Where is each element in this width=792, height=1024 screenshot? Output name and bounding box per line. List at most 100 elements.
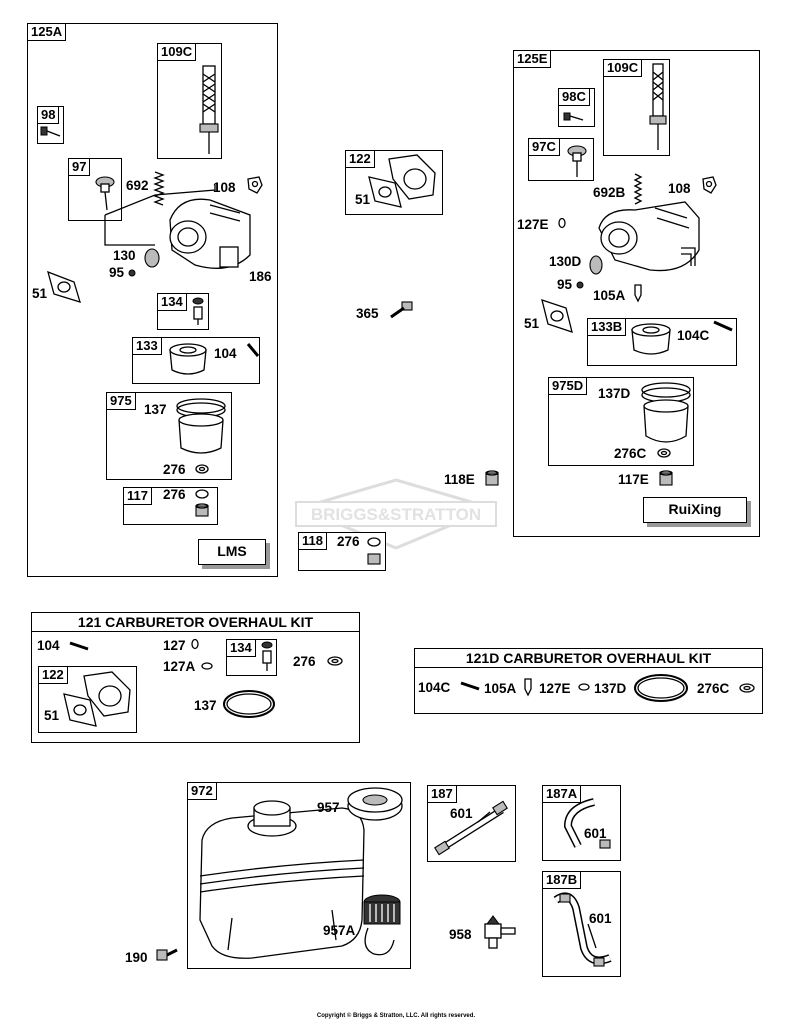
part-958-label: 958	[449, 927, 472, 942]
briggs-logo-watermark: BRIGGS&STRATTON	[295, 478, 497, 550]
gasket-e-icon	[541, 299, 573, 333]
kit121d-105a-label: 105A	[484, 681, 517, 696]
bushing-icon	[144, 248, 160, 268]
kit-121-title: 121 CARBURETOR OVERHAUL KIT	[32, 613, 359, 632]
plug-icon	[558, 217, 566, 229]
part-95-e-label: 95	[557, 277, 573, 292]
float-e-icon	[631, 323, 671, 355]
carburetor-icon	[104, 185, 251, 269]
part-117-276-label: 276	[163, 487, 186, 502]
kit121-127-label: 127	[163, 638, 186, 653]
kit121-washer-icon	[327, 656, 343, 666]
tank-972-tag: 972	[187, 782, 217, 800]
line-187b-601-label: 601	[589, 911, 612, 926]
part-118-tag: 118	[298, 532, 327, 550]
kit121d-needle-icon	[524, 678, 532, 697]
part-137d-label: 137D	[598, 386, 631, 401]
kit121-spacer-icon	[63, 671, 131, 727]
throttle-lever-icon	[95, 176, 115, 211]
kit121d-137d-label: 137D	[594, 681, 627, 696]
gasket-icon	[47, 270, 81, 303]
part-957-label: 957	[317, 800, 340, 815]
line-187a-tag: 187A	[542, 785, 582, 803]
part-130-label: 130	[113, 248, 136, 263]
kit121d-127e-label: 127E	[539, 681, 571, 696]
ruixing-badge: RuiXing	[643, 497, 747, 523]
part-95-label: 95	[109, 265, 125, 280]
kit-125a-tag: 125A	[27, 23, 67, 41]
part-117e-label: 117E	[618, 472, 649, 487]
kit121d-276c-label: 276C	[697, 681, 730, 696]
bushing-e-icon	[589, 255, 603, 275]
part-137-label: 137	[144, 402, 167, 417]
line-187a-601-label: 601	[584, 826, 607, 841]
shutoff-valve-icon	[484, 915, 516, 949]
part-97-box	[68, 158, 122, 221]
line-187b-tag: 187B	[542, 871, 582, 889]
kit121-oring-icon	[201, 662, 213, 670]
line-187-601-label: 601	[450, 806, 473, 821]
part-109c-e-tag: 109C	[603, 59, 643, 77]
small-screw-icon	[128, 269, 136, 277]
kit121d-plug-icon	[578, 683, 590, 691]
part-692b-label: 692B	[593, 185, 626, 200]
part-97-tag: 97	[68, 158, 91, 176]
part-98-tag: 98	[37, 106, 60, 124]
bowl-nut-117e-icon	[659, 470, 673, 486]
fuel-cap-icon	[347, 787, 403, 821]
part-130d-label: 130D	[549, 254, 582, 269]
fuel-filter-e-icon	[649, 63, 667, 150]
part-276c-label: 276C	[614, 446, 647, 461]
float-bowl-e-icon	[641, 382, 691, 443]
part-108-label: 108	[213, 180, 236, 195]
part-109c-tag: 109C	[157, 43, 197, 61]
fuel-filter-icon	[199, 65, 219, 154]
spacer-gasket-icon	[368, 154, 436, 208]
kit121-127a-label: 127A	[163, 659, 196, 674]
kit121d-pin-icon	[460, 681, 480, 691]
kit121-276-label: 276	[293, 654, 316, 669]
kit121-gasket-ring-icon	[223, 690, 275, 718]
kit121-51-label: 51	[44, 708, 60, 723]
fuel-line-b-icon	[553, 892, 612, 967]
part-276-label: 276	[163, 462, 186, 477]
throttle-lever-e-icon	[567, 145, 587, 177]
kit121-pin-icon	[69, 641, 89, 651]
part-118e-label: 118E	[444, 472, 475, 487]
bolt-icon	[390, 301, 413, 319]
needle-valve-icon	[192, 297, 204, 325]
float-bowl-icon	[176, 398, 226, 454]
pin-e-icon	[713, 320, 733, 332]
screw-e-icon	[563, 112, 584, 121]
kit121d-gasket-ring-icon	[634, 674, 688, 702]
part-51-e-label: 51	[524, 316, 540, 331]
carburetor-e-icon	[598, 201, 700, 272]
bowl-nut-e-icon	[485, 470, 499, 486]
spring-icon	[153, 171, 165, 206]
watermark-text: BRIGGS&STRATTON	[311, 505, 481, 524]
bowl-nut-icon	[195, 489, 209, 517]
part-692-label: 692	[126, 178, 149, 193]
part-117-tag: 117	[123, 487, 152, 505]
small-screw-e-icon	[576, 281, 584, 289]
needle-e-icon	[634, 284, 642, 303]
line-187-tag: 187	[427, 785, 457, 803]
kit121-134-tag: 134	[226, 639, 256, 657]
part-133b-tag: 133B	[587, 318, 627, 336]
part-186-label: 186	[249, 269, 272, 284]
kit-121d-title: 121D CARBURETOR OVERHAUL KIT	[415, 649, 762, 668]
pin-icon	[246, 343, 260, 357]
part-51-label: 51	[32, 286, 48, 301]
kit-125a-panel	[27, 23, 278, 577]
bracket-icon	[247, 176, 263, 194]
bowl-nut-118-icon	[367, 537, 381, 565]
part-134-tag: 134	[157, 293, 187, 311]
kit121-104-label: 104	[37, 638, 60, 653]
washer-e-icon	[657, 448, 671, 458]
part-122-51-label: 51	[355, 192, 371, 207]
part-105a-label: 105A	[593, 288, 626, 303]
part-957a-label: 957A	[323, 923, 356, 938]
tank-bolt-icon	[156, 948, 178, 961]
kit121d-washer-icon	[739, 683, 755, 693]
part-365-label: 365	[356, 306, 379, 321]
